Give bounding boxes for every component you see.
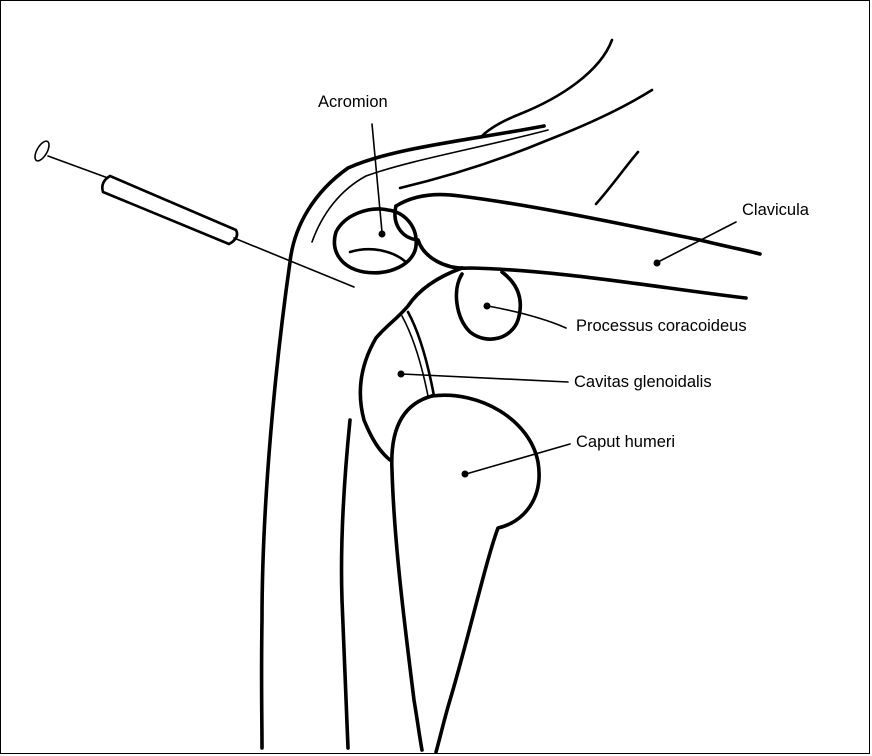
- trapezius-contour: [400, 90, 652, 188]
- clavicula-bone: [396, 194, 760, 298]
- acromion-bone: [334, 209, 416, 273]
- shoulder-muscle-line: [596, 152, 638, 204]
- syringe-plunger-rod: [48, 156, 108, 178]
- syringe-plunger-cap: [32, 139, 52, 163]
- humerus-dot: [462, 471, 469, 478]
- label-processus-coracoideus: Processus coracoideus: [576, 318, 747, 335]
- scapula-lower: [341, 420, 350, 748]
- glenoid-rim: [408, 312, 434, 396]
- humerus-head-cap: [432, 395, 539, 752]
- label-acromion: Acromion: [318, 94, 388, 111]
- skin-contour: [262, 126, 544, 748]
- label-clavicula: Clavicula: [742, 202, 809, 219]
- acromion-inner-line: [350, 249, 406, 262]
- syringe-barrel: [102, 176, 237, 244]
- leader-lines: [372, 124, 736, 478]
- acromion-dot: [379, 231, 386, 238]
- glenoid-dot: [398, 371, 405, 378]
- label-cavitas-glenoidalis: Cavitas glenoidalis: [574, 374, 712, 391]
- clavicula-dot: [654, 260, 661, 267]
- label-caput-humeri: Caput humeri: [576, 434, 675, 451]
- humerus-head: [392, 396, 432, 750]
- scapula-outline: [360, 268, 462, 460]
- coracoid-dot: [484, 303, 491, 310]
